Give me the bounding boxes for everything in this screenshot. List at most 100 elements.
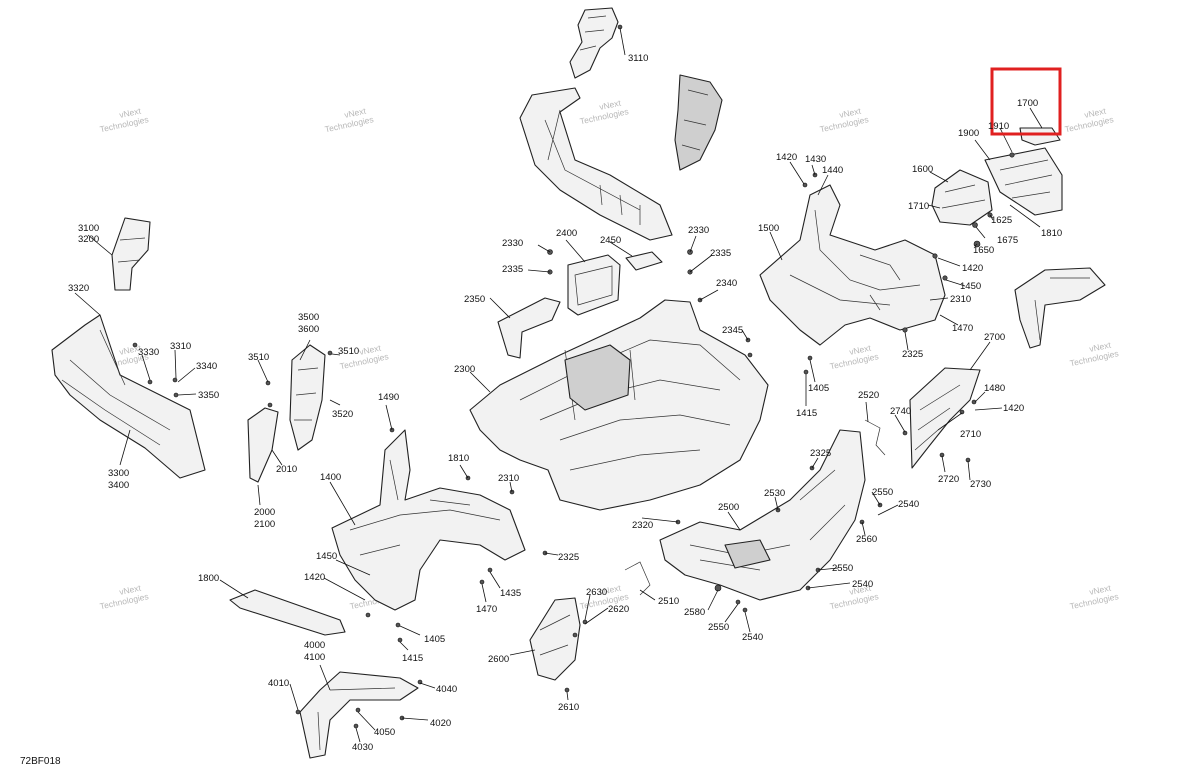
callout-4000[interactable]: 4000 bbox=[304, 640, 325, 651]
callout-2580[interactable]: 2580 bbox=[684, 607, 705, 618]
callout-1420[interactable]: 1420 bbox=[776, 152, 797, 163]
callout-2340[interactable]: 2340 bbox=[716, 278, 737, 289]
part-3500[interactable] bbox=[289, 344, 326, 451]
callout-1420[interactable]: 1420 bbox=[1003, 403, 1024, 414]
callout-1405[interactable]: 1405 bbox=[808, 383, 829, 394]
callout-2560[interactable]: 2560 bbox=[856, 534, 877, 545]
callout-1625[interactable]: 1625 bbox=[991, 215, 1012, 226]
callout-2325[interactable]: 2325 bbox=[558, 552, 579, 563]
part-2510[interactable] bbox=[624, 561, 651, 596]
callout-2100[interactable]: 2100 bbox=[254, 519, 275, 530]
callout-1710[interactable]: 1710 bbox=[908, 201, 929, 212]
callout-1470[interactable]: 1470 bbox=[952, 323, 973, 334]
callout-2720[interactable]: 2720 bbox=[938, 474, 959, 485]
callout-2400[interactable]: 2400 bbox=[556, 228, 577, 239]
part-1800[interactable] bbox=[229, 589, 346, 636]
callout-2300[interactable]: 2300 bbox=[454, 364, 475, 375]
callout-1405[interactable]: 1405 bbox=[424, 634, 445, 645]
part-2600[interactable] bbox=[529, 597, 581, 681]
callout-2620[interactable]: 2620 bbox=[608, 604, 629, 615]
callout-2330[interactable]: 2330 bbox=[688, 225, 709, 236]
callout-2730[interactable]: 2730 bbox=[970, 479, 991, 490]
part-2350[interactable] bbox=[497, 297, 561, 359]
callout-2500[interactable]: 2500 bbox=[718, 502, 739, 513]
callout-1600[interactable]: 1600 bbox=[912, 164, 933, 175]
callout-3330[interactable]: 3330 bbox=[138, 347, 159, 358]
callout-2540[interactable]: 2540 bbox=[898, 499, 919, 510]
callout-1910[interactable]: 1910 bbox=[988, 121, 1009, 132]
callout-2540[interactable]: 2540 bbox=[852, 579, 873, 590]
callout-2350[interactable]: 2350 bbox=[464, 294, 485, 305]
callout-1440[interactable]: 1440 bbox=[822, 165, 843, 176]
callout-1450[interactable]: 1450 bbox=[960, 281, 981, 292]
callout-3300[interactable]: 3300 bbox=[108, 468, 129, 479]
callout-2325[interactable]: 2325 bbox=[810, 448, 831, 459]
callout-3510[interactable]: 3510 bbox=[338, 346, 359, 357]
callout-2520[interactable]: 2520 bbox=[858, 390, 879, 401]
part-3110[interactable] bbox=[569, 7, 619, 79]
part-1400[interactable] bbox=[331, 429, 526, 611]
part-2300[interactable] bbox=[469, 299, 769, 511]
callout-1415[interactable]: 1415 bbox=[402, 653, 423, 664]
part-4000[interactable] bbox=[299, 671, 419, 759]
callout-2550[interactable]: 2550 bbox=[872, 487, 893, 498]
callout-4020[interactable]: 4020 bbox=[430, 718, 451, 729]
callout-4050[interactable]: 4050 bbox=[374, 727, 395, 738]
part-upper-rail[interactable] bbox=[519, 87, 673, 241]
part-3100[interactable] bbox=[111, 217, 151, 291]
callout-2550[interactable]: 2550 bbox=[708, 622, 729, 633]
callout-1435[interactable]: 1435 bbox=[500, 588, 521, 599]
callout-1800[interactable]: 1800 bbox=[198, 573, 219, 584]
callout-2610[interactable]: 2610 bbox=[558, 702, 579, 713]
callout-2540[interactable]: 2540 bbox=[742, 632, 763, 643]
callout-1450[interactable]: 1450 bbox=[316, 551, 337, 562]
callout-2450[interactable]: 2450 bbox=[600, 235, 621, 246]
part-2400[interactable] bbox=[567, 254, 621, 316]
callout-3400[interactable]: 3400 bbox=[108, 480, 129, 491]
callout-2550[interactable]: 2550 bbox=[832, 563, 853, 574]
part-2450[interactable] bbox=[625, 251, 663, 271]
callout-2530[interactable]: 2530 bbox=[764, 488, 785, 499]
callout-3110[interactable]: 3110 bbox=[628, 53, 648, 64]
callout-3340[interactable]: 3340 bbox=[196, 361, 217, 372]
callout-2700[interactable]: 2700 bbox=[984, 332, 1005, 343]
part-right-bracket[interactable] bbox=[1014, 267, 1106, 349]
callout-3100[interactable]: 3100 bbox=[78, 223, 99, 234]
callout-1810[interactable]: 1810 bbox=[448, 453, 469, 464]
part-2500[interactable] bbox=[659, 429, 866, 601]
part-upper-panel[interactable] bbox=[674, 74, 723, 171]
part-3300[interactable] bbox=[51, 314, 206, 479]
callout-3310[interactable]: 3310 bbox=[170, 341, 191, 352]
callout-3200[interactable]: 3200 bbox=[78, 234, 99, 245]
callout-2710[interactable]: 2710 bbox=[960, 429, 981, 440]
callout-4030[interactable]: 4030 bbox=[352, 742, 373, 753]
callout-2000[interactable]: 2000 bbox=[254, 507, 275, 518]
callout-1675[interactable]: 1675 bbox=[997, 235, 1018, 246]
part-2000[interactable] bbox=[247, 407, 279, 483]
callout-4040[interactable]: 4040 bbox=[436, 684, 457, 695]
callout-2740[interactable]: 2740 bbox=[890, 406, 911, 417]
callout-1500[interactable]: 1500 bbox=[758, 223, 779, 234]
part-2700[interactable] bbox=[909, 367, 981, 469]
callout-2330[interactable]: 2330 bbox=[502, 238, 523, 249]
callout-1650[interactable]: 1650 bbox=[973, 245, 994, 256]
callout-3500[interactable]: 3500 bbox=[298, 312, 319, 323]
callout-2320[interactable]: 2320 bbox=[632, 520, 653, 531]
callout-2345[interactable]: 2345 bbox=[722, 325, 743, 336]
callout-3510[interactable]: 3510 bbox=[248, 352, 269, 363]
callout-1420[interactable]: 1420 bbox=[962, 263, 983, 274]
part-2520[interactable] bbox=[864, 419, 886, 456]
part-1700[interactable] bbox=[1019, 127, 1061, 146]
callout-4100[interactable]: 4100 bbox=[304, 652, 325, 663]
part-1500[interactable] bbox=[759, 184, 946, 346]
callout-1430[interactable]: 1430 bbox=[805, 154, 826, 165]
callout-1480[interactable]: 1480 bbox=[984, 383, 1005, 394]
callout-1700[interactable]: 1700 bbox=[1017, 98, 1038, 109]
part-1600[interactable] bbox=[931, 169, 993, 226]
callout-3520[interactable]: 3520 bbox=[332, 409, 353, 420]
callout-1420[interactable]: 1420 bbox=[304, 572, 325, 583]
callout-2325[interactable]: 2325 bbox=[902, 349, 923, 360]
part-1900[interactable] bbox=[984, 147, 1063, 216]
callout-2010[interactable]: 2010 bbox=[276, 464, 297, 475]
callout-1810[interactable]: 1810 bbox=[1041, 228, 1062, 239]
